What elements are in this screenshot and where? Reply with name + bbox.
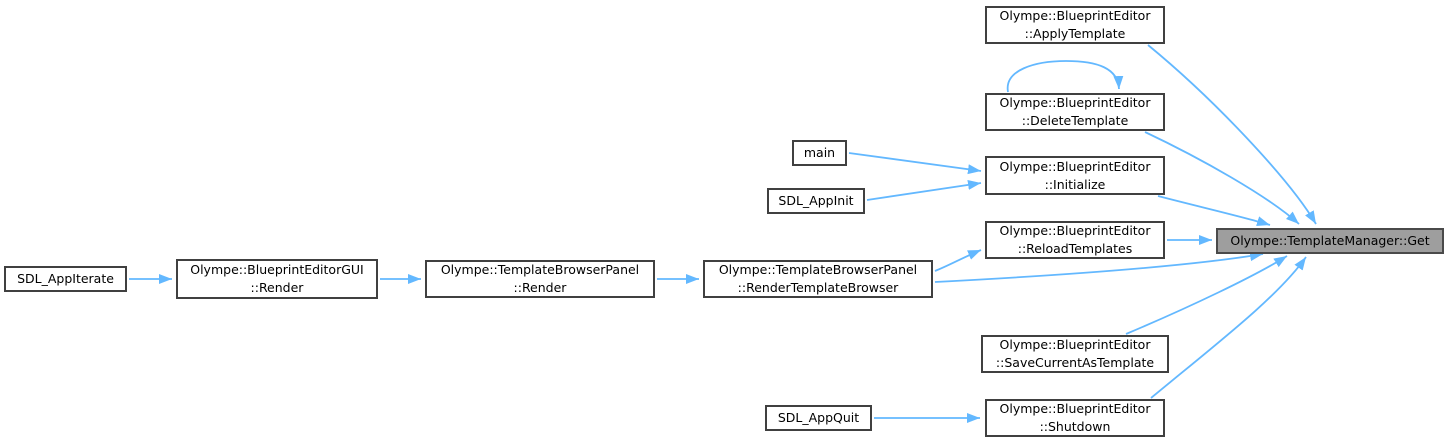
edge-apply-template-to-get <box>1147 44 1317 225</box>
node-label: Olympe::TemplateBrowserPanel ::Render <box>440 262 640 295</box>
node-label: SDL_AppIterate <box>17 271 114 286</box>
node-label: Olympe::TemplateBrowserPanel ::RenderTem… <box>718 262 918 295</box>
node-sdl-appinit[interactable]: SDL_AppInit <box>767 188 865 214</box>
node-label: main <box>803 145 836 160</box>
edge-delete-template-to-get <box>1144 131 1300 225</box>
node-label: Olympe::BlueprintEditor ::ApplyTemplate <box>999 8 1151 41</box>
node-applytemplate[interactable]: Olympe::BlueprintEditor ::ApplyTemplate <box>985 6 1165 44</box>
node-label: Olympe::BlueprintEditorGUI ::Render <box>190 262 364 295</box>
edge-render-template-browser-to-reload-templates <box>934 249 982 272</box>
node-label: Olympe::BlueprintEditor ::Initialize <box>999 158 1151 192</box>
node-initialize[interactable]: Olympe::BlueprintEditor ::Initialize <box>985 156 1165 195</box>
edge-save-current-to-get <box>1125 255 1288 335</box>
node-label: Olympe::BlueprintEditor ::SaveCurrentAsT… <box>995 337 1155 370</box>
node-label: SDL_AppInit <box>778 193 854 208</box>
node-sdl-appiterate[interactable]: SDL_AppIterate <box>4 266 127 292</box>
node-reloadtemplates[interactable]: Olympe::BlueprintEditor ::ReloadTemplate… <box>985 221 1165 259</box>
node-label: Olympe::TemplateManager::Get <box>1230 233 1430 248</box>
edge-render-template-browser-to-get <box>934 251 1264 283</box>
edge-shutdown-to-get <box>1150 256 1307 399</box>
node-blueprinteditorgui-render[interactable]: Olympe::BlueprintEditorGUI ::Render <box>176 259 378 299</box>
node-label: Olympe::BlueprintEditor ::ReloadTemplate… <box>999 223 1151 256</box>
node-templatemanager-get-focus[interactable]: Olympe::TemplateManager::Get <box>1216 228 1444 254</box>
edge-delete-template-self-loop <box>1006 60 1124 93</box>
node-sdl-appquit[interactable]: SDL_AppQuit <box>765 405 872 431</box>
node-templatebrowserpanel-render[interactable]: Olympe::TemplateBrowserPanel ::Render <box>425 260 655 298</box>
edge-initialize-to-get <box>1157 195 1271 226</box>
node-shutdown[interactable]: Olympe::BlueprintEditor ::Shutdown <box>985 399 1165 437</box>
edge-sdl-appinit-to-initialize <box>866 179 982 201</box>
node-label: Olympe::BlueprintEditor ::Shutdown <box>999 401 1151 434</box>
node-label: SDL_AppQuit <box>777 410 860 425</box>
node-rendertemplatebrowser[interactable]: Olympe::TemplateBrowserPanel ::RenderTem… <box>703 260 933 298</box>
node-main[interactable]: main <box>792 140 847 166</box>
node-label: Olympe::BlueprintEditor ::DeleteTemplate <box>999 95 1151 128</box>
edge-main-to-initialize <box>848 152 982 175</box>
node-deletetemplate[interactable]: Olympe::BlueprintEditor ::DeleteTemplate <box>985 93 1165 131</box>
node-savecurrentastemplate[interactable]: Olympe::BlueprintEditor ::SaveCurrentAsT… <box>981 335 1169 373</box>
